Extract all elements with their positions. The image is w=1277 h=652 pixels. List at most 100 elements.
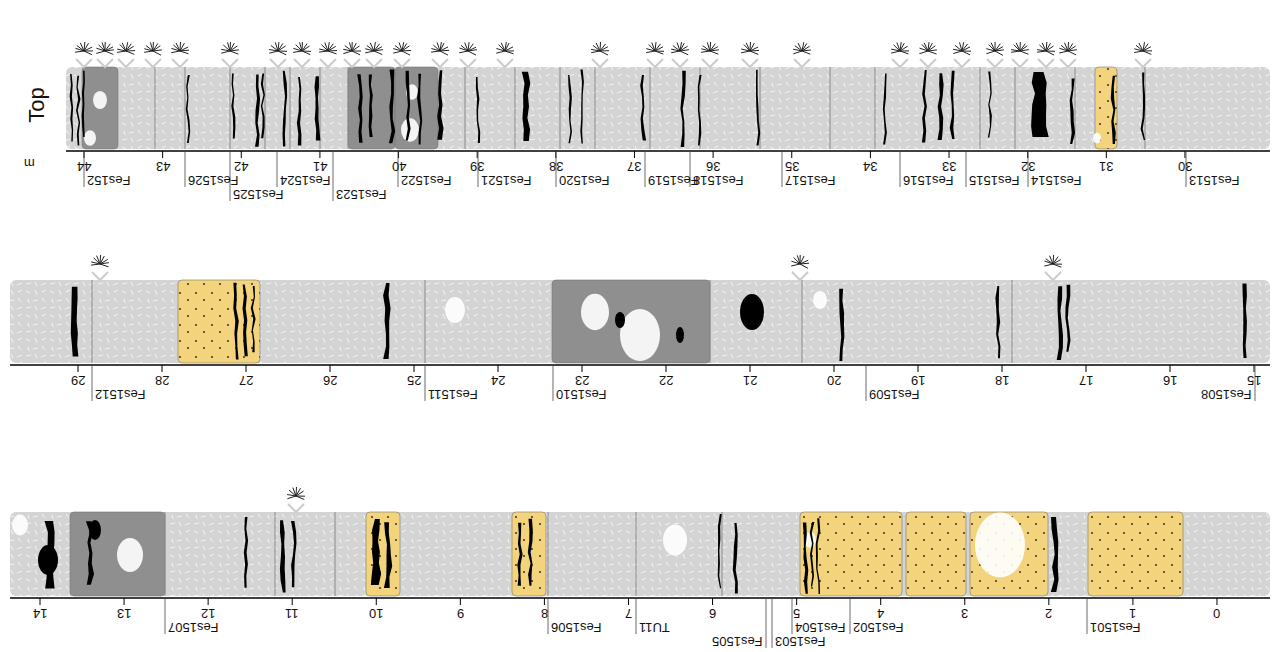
vein (283, 71, 288, 147)
spherulite-symbol (431, 51, 440, 52)
depth-number: 16 (1163, 373, 1177, 387)
vein (1051, 517, 1059, 592)
depth-tick (834, 365, 835, 372)
symbol-marker (1060, 59, 1076, 67)
depth-tick (376, 598, 377, 605)
depth-number: 33 (942, 159, 956, 173)
segment-line (980, 67, 981, 149)
spherulite-symbol (1068, 51, 1076, 55)
depth-number: 36 (706, 159, 720, 173)
depth-tick (666, 365, 667, 372)
depth-tick (634, 151, 635, 158)
depth-number: 41 (313, 159, 327, 173)
spherulite-symbol (153, 51, 161, 55)
sample-tick (792, 598, 793, 634)
vein (251, 286, 256, 352)
depth-number: 37 (627, 159, 641, 173)
symbol-marker (92, 272, 108, 280)
depth-tick (246, 365, 247, 372)
spherulite-symbol (126, 51, 134, 54)
depth-tick (498, 365, 499, 372)
sample-tick (772, 598, 773, 648)
spherulite-symbol (928, 51, 937, 54)
vein (244, 517, 248, 588)
depth-tick (796, 598, 797, 605)
spherulite-symbol (97, 256, 100, 264)
vein (938, 73, 944, 140)
segment-line (650, 67, 651, 149)
depth-number: 4 (877, 606, 884, 620)
spherulite-symbol (228, 42, 231, 51)
spherulite-symbol (897, 43, 900, 52)
spherulite-symbol (800, 260, 808, 264)
sample-label: Fes1509 (869, 387, 920, 401)
vein (568, 75, 572, 143)
sample-label: Fes1521 (481, 173, 532, 187)
symbol-marker (672, 59, 688, 67)
sample-tick (636, 598, 637, 634)
vein (816, 518, 821, 594)
spherulite-symbol (928, 50, 937, 51)
sample-label: Fes1514 (1031, 173, 1082, 187)
spherulite-symbol (96, 51, 105, 53)
depth-tick (880, 598, 881, 605)
sample-tick (165, 598, 166, 634)
vein (517, 523, 522, 586)
spherulite-symbol (746, 43, 750, 51)
depth-number: 32 (1021, 159, 1035, 173)
segment-line (92, 280, 93, 363)
vein (476, 77, 480, 143)
spherulite-symbol (680, 51, 688, 55)
spherulite-symbol (707, 42, 710, 51)
spherulite-symbol (352, 46, 360, 51)
depth-number: 25 (407, 373, 421, 387)
depth-tick (460, 598, 461, 605)
depth-axis (10, 597, 1270, 599)
spherulite-symbol (891, 51, 900, 53)
spherulite-symbol (437, 43, 440, 52)
sand-block (800, 512, 902, 596)
spherulite-symbol (1143, 51, 1151, 54)
vein (1242, 283, 1247, 358)
sample-tick (766, 598, 767, 648)
depth-number: 28 (155, 373, 169, 387)
spherulite-symbol (1053, 264, 1061, 267)
spherulite-symbol (962, 47, 970, 51)
vein (383, 283, 391, 359)
vein (315, 76, 321, 140)
spherulite-symbol (180, 51, 189, 54)
spherulite-symbol (100, 263, 109, 264)
spherulite-symbol (655, 51, 663, 54)
depth-number: 6 (709, 606, 716, 620)
depth-number: 14 (33, 606, 47, 620)
sample-label: TU11 (639, 620, 670, 634)
segment-line (465, 67, 466, 149)
clast (813, 291, 827, 309)
spherulite-symbol (600, 51, 608, 55)
black-patch (740, 294, 764, 330)
symbol-marker (172, 59, 188, 67)
symbol-marker (954, 59, 970, 67)
spherulite-symbol (496, 51, 505, 53)
sample-label: Fes1507 (168, 620, 219, 634)
spherulite-symbol (652, 43, 655, 51)
depth-tick (1254, 365, 1255, 372)
symbol-marker (222, 59, 238, 67)
spherulite-symbol (468, 51, 476, 55)
spherulite-symbol (800, 264, 808, 268)
vein (640, 75, 646, 140)
vein (369, 75, 373, 138)
depth-tick (918, 365, 919, 372)
sample-tick (185, 151, 186, 187)
symbol-marker (1038, 59, 1054, 67)
spherulite-symbol (300, 42, 303, 51)
vein (1065, 285, 1070, 352)
depth-number: 13 (117, 606, 131, 620)
depth-tick (241, 151, 242, 158)
spherulite-symbol (153, 50, 162, 51)
spherulite-symbol (501, 43, 505, 51)
vein (384, 522, 392, 588)
clast (12, 515, 28, 536)
depth-number: 31 (1099, 159, 1113, 173)
vein (231, 73, 235, 138)
